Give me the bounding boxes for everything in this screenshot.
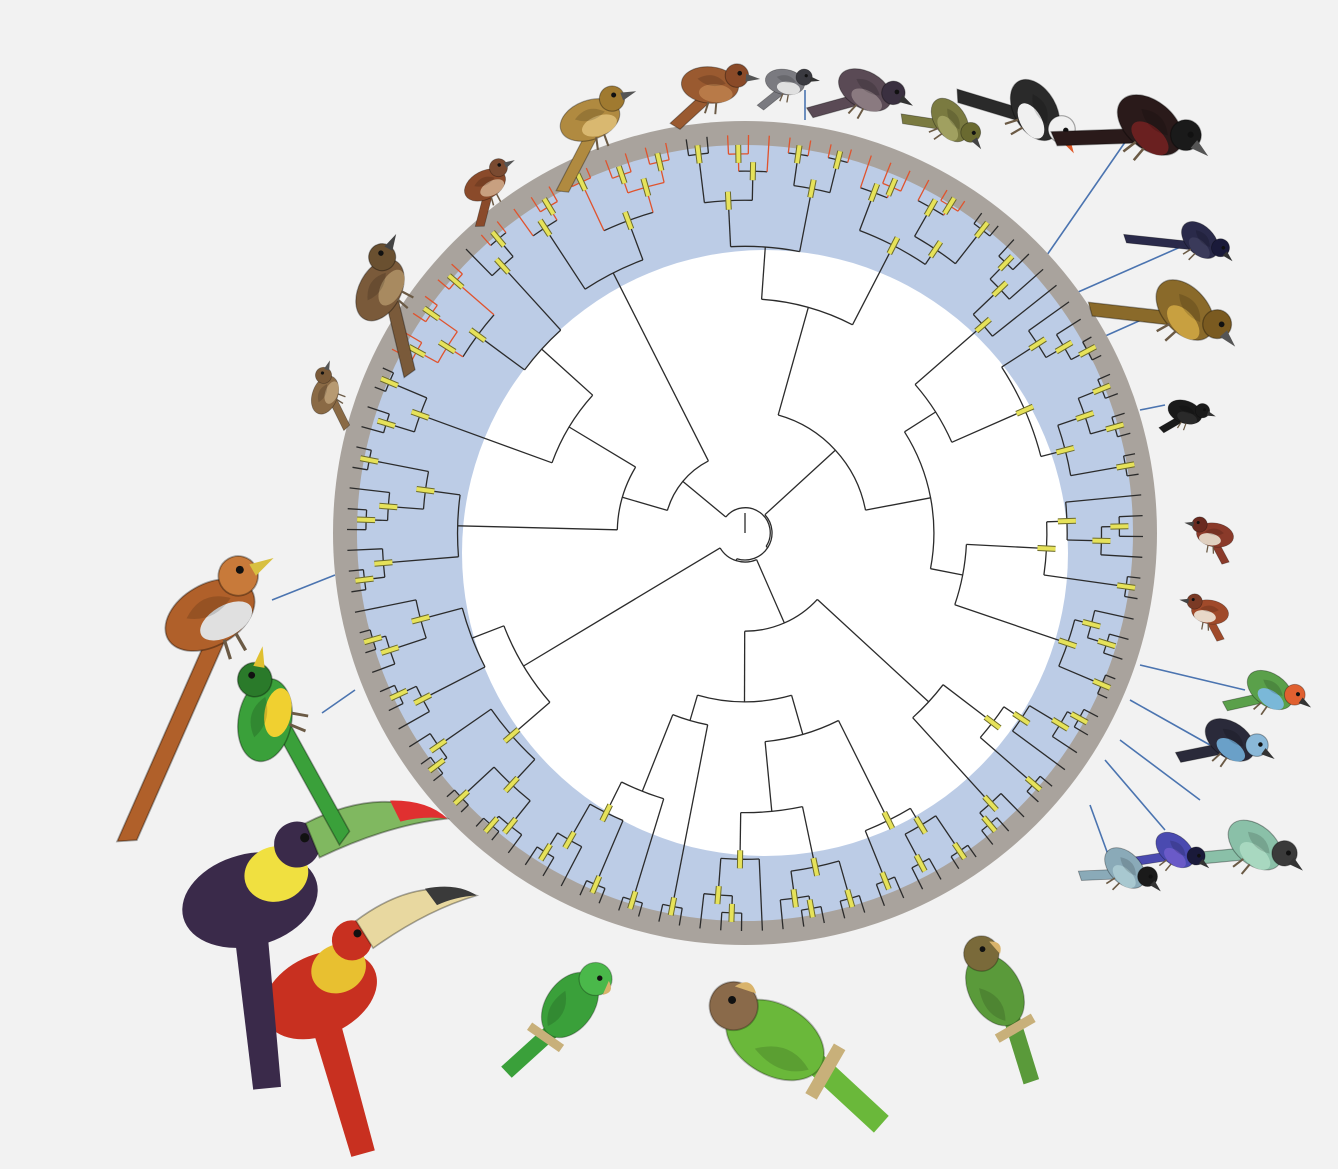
tanager-bird-icon bbox=[1173, 700, 1282, 805]
bird-leg bbox=[1011, 128, 1023, 135]
connector-line bbox=[1140, 665, 1245, 690]
bird-leg bbox=[934, 134, 942, 140]
cotinga-bird-icon bbox=[952, 47, 1087, 191]
parrot-bird-icon bbox=[497, 948, 620, 1095]
parrot-bird-icon bbox=[945, 928, 1068, 1088]
connector-line bbox=[272, 575, 335, 600]
toucan-bill bbox=[354, 866, 478, 950]
node-age-bar bbox=[1058, 521, 1076, 522]
cotinga-bird-icon bbox=[1047, 56, 1219, 225]
bird-leg bbox=[715, 103, 716, 115]
connector-line bbox=[322, 690, 355, 713]
node-age-bar bbox=[374, 562, 392, 564]
node-age-bar bbox=[728, 192, 729, 210]
bird-leg bbox=[338, 394, 346, 397]
connector-line bbox=[1105, 760, 1165, 830]
node-age-bar bbox=[797, 145, 800, 163]
bird-leg bbox=[787, 94, 788, 102]
bird-leg bbox=[1261, 706, 1267, 714]
tree-branch bbox=[728, 135, 729, 154]
node-age-bar bbox=[379, 506, 397, 507]
bird-beak bbox=[324, 359, 332, 370]
wren-bird-icon bbox=[1173, 591, 1231, 642]
parrot-bird-icon bbox=[691, 970, 912, 1139]
bird-leg bbox=[236, 633, 246, 650]
node-age-bar bbox=[356, 579, 374, 581]
bird-leg bbox=[1183, 423, 1185, 430]
bird-leg bbox=[1189, 253, 1195, 259]
bird-leg bbox=[1134, 148, 1144, 160]
node-age-bar bbox=[697, 145, 699, 163]
connector-line bbox=[1140, 405, 1165, 410]
tanager-bird-icon bbox=[1133, 819, 1216, 901]
bird-leg bbox=[496, 194, 500, 202]
node-age-bar bbox=[794, 889, 796, 907]
inner-disk bbox=[462, 250, 1068, 856]
bird-beak bbox=[746, 74, 761, 83]
cotinga-bird-icon bbox=[1158, 392, 1219, 448]
node-age-bar bbox=[417, 489, 435, 491]
bird-beak bbox=[1207, 411, 1217, 419]
bird-beak bbox=[810, 76, 821, 83]
node-age-bar bbox=[1038, 548, 1056, 549]
connector-line bbox=[1130, 700, 1210, 745]
connector-line bbox=[1047, 135, 1130, 255]
bird-leg bbox=[1113, 883, 1120, 890]
bird-leg bbox=[291, 713, 308, 716]
node-age-bar bbox=[717, 886, 718, 904]
node-age-bar bbox=[357, 520, 375, 521]
wren-bird-icon bbox=[1178, 514, 1236, 565]
bird-leg bbox=[604, 134, 608, 146]
tanager-bird-icon bbox=[1075, 832, 1168, 925]
bird-leg bbox=[1165, 331, 1176, 341]
bird-leg bbox=[1202, 622, 1203, 630]
node-age-bar bbox=[1117, 585, 1135, 588]
bird-leg bbox=[1220, 758, 1226, 767]
bird-leg bbox=[1207, 545, 1208, 553]
bird-leg bbox=[1165, 864, 1171, 871]
bird-leg bbox=[1242, 864, 1250, 874]
bird-leg bbox=[857, 109, 863, 119]
bird-beak bbox=[620, 87, 637, 100]
bird-beak bbox=[253, 645, 268, 668]
node-age-bar bbox=[731, 904, 732, 922]
